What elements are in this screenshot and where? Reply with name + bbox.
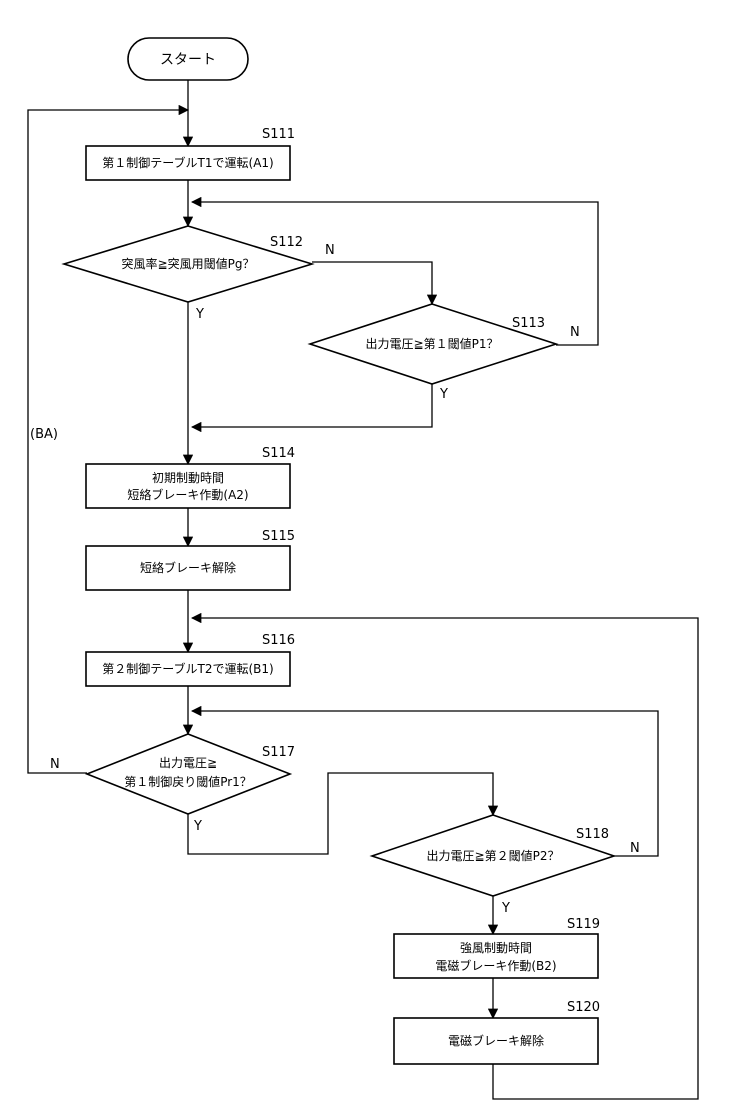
step-text-s119-line2: 電磁ブレーキ作動(B2) [435, 958, 556, 973]
step-s114: S114 初期制動時間 短絡ブレーキ作動(A2) [86, 446, 295, 508]
step-id-s117: S117 [262, 745, 295, 760]
step-s115: S115 短絡ブレーキ解除 [86, 529, 295, 590]
step-id-s115: S115 [262, 529, 295, 544]
step-id-s114: S114 [262, 446, 295, 461]
step-s116: S116 第２制御テーブルT2で運転(B1) [86, 633, 295, 686]
step-text-s113: 出力電圧≧第１閾値P1？ [366, 336, 499, 351]
step-s120: S120 電磁ブレーキ解除 [394, 1000, 600, 1064]
branch-label-s118-yes: Y [501, 901, 510, 916]
step-text-s112: 突風率≧突風用閾値Pg？ [122, 256, 255, 271]
branch-label-s118-no: N [630, 841, 640, 856]
step-id-s120: S120 [567, 1000, 600, 1015]
loop-label-ba: (BA) [30, 427, 58, 442]
step-text-s120: 電磁ブレーキ解除 [448, 1033, 544, 1048]
step-id-s112: S112 [270, 235, 303, 250]
step-s111: S111 第１制御テーブルT1で運転(A1) [86, 127, 295, 180]
decision-s117: S117 出力電圧≧ 第１制御戻り閾値Pr1？ [87, 734, 295, 814]
start-label: スタート [160, 52, 216, 68]
branch-label-s117-no: N [50, 757, 60, 772]
branch-label-s113-yes: Y [439, 387, 448, 402]
arrow-s113-yes-join [192, 384, 432, 427]
step-text-s114-line1: 初期制動時間 [152, 471, 224, 485]
step-id-s113: S113 [512, 316, 545, 331]
step-id-s116: S116 [262, 633, 295, 648]
step-text-s114-line2: 短絡ブレーキ作動(A2) [127, 487, 248, 502]
step-id-s119: S119 [567, 917, 600, 932]
step-id-s118: S118 [576, 827, 609, 842]
step-s119: S119 強風制動時間 電磁ブレーキ作動(B2) [394, 917, 600, 978]
step-text-s116: 第２制御テーブルT2で運転(B1) [102, 661, 273, 676]
branch-label-s112-no: N [325, 243, 335, 258]
step-text-s111: 第１制御テーブルT1で運転(A1) [102, 155, 273, 170]
step-text-s117-line1: 出力電圧≧ [159, 756, 217, 770]
step-text-s119-line1: 強風制動時間 [460, 941, 532, 955]
step-text-s117-line2: 第１制御戻り閾値Pr1？ [124, 774, 252, 789]
step-text-s118: 出力電圧≧第２閾値P2？ [427, 848, 560, 863]
branch-label-s113-no: N [570, 325, 580, 340]
step-text-s115: 短絡ブレーキ解除 [140, 560, 236, 575]
decision-s118: S118 出力電圧≧第２閾値P2？ [372, 815, 614, 896]
arrow-s112-no-to-s113 [312, 262, 432, 304]
decision-s113: S113 出力電圧≧第１閾値P1？ [310, 304, 556, 384]
branch-label-s117-yes: Y [193, 819, 202, 834]
step-id-s111: S111 [262, 127, 295, 142]
branch-label-s112-yes: Y [195, 307, 204, 322]
decision-s112: S112 突風率≧突風用閾値Pg？ [64, 226, 312, 302]
start-node: スタート [128, 38, 248, 80]
